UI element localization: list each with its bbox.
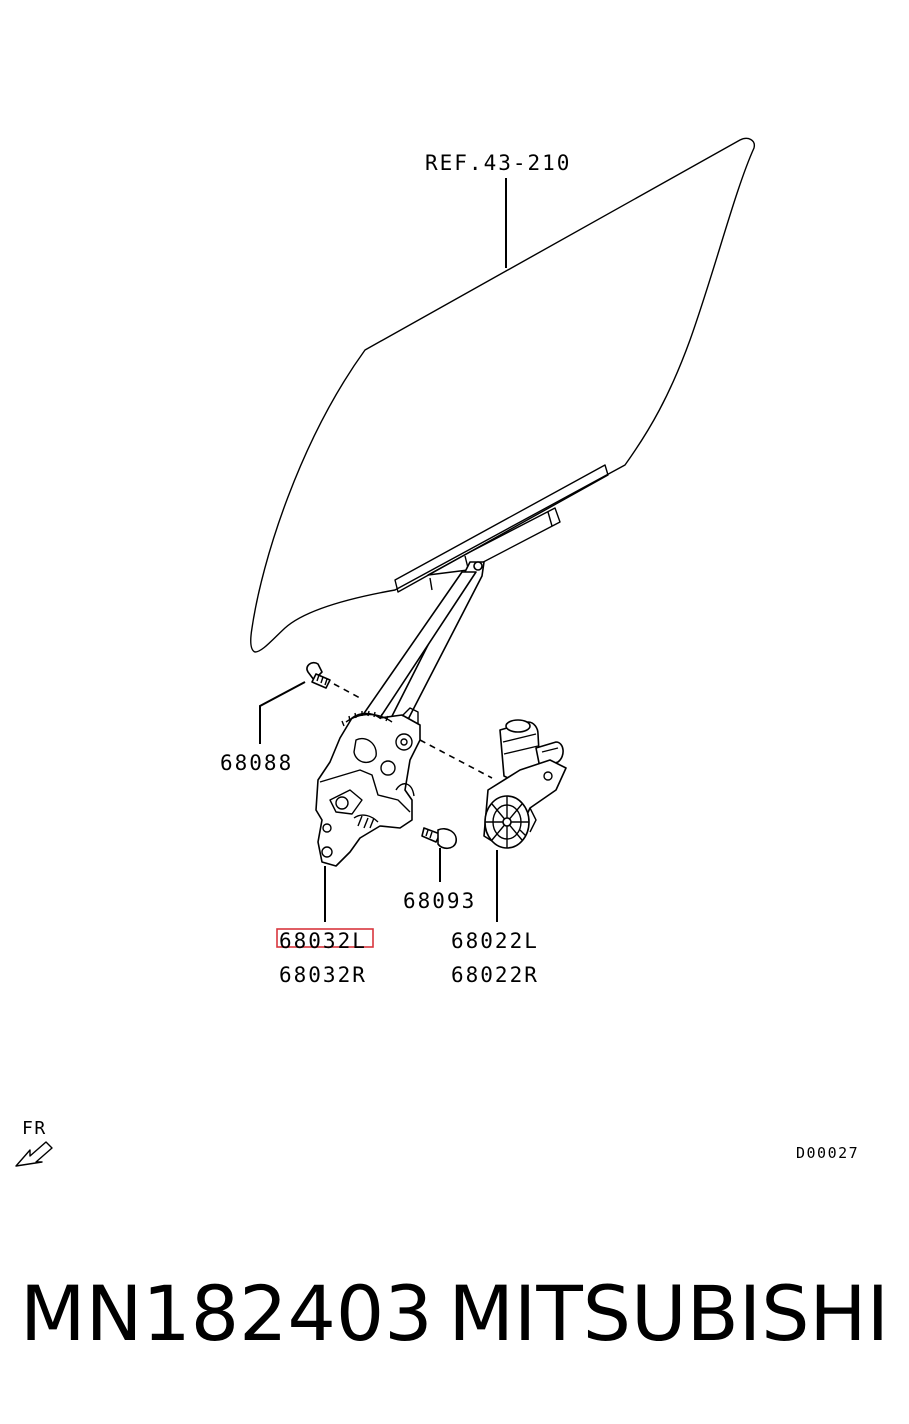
highlight-box <box>276 928 374 948</box>
bolt-68088 <box>306 661 331 689</box>
footer: MN182403 MITSUBISHI <box>0 1262 909 1372</box>
motor-axis <box>419 739 493 779</box>
parts-diagram: REF.43-210 <box>15 137 859 1167</box>
part-number: MN182403 <box>20 1269 433 1358</box>
front-indicator-label: FR <box>22 1118 47 1139</box>
bolt-68088-leader <box>259 681 306 744</box>
bolt-68093 <box>421 827 457 850</box>
callout-68088: 68088 <box>220 751 293 775</box>
callout-68093: 68093 <box>403 889 476 913</box>
brand-name: MITSUBISHI <box>448 1269 889 1358</box>
door-glass <box>250 137 755 653</box>
window-motor <box>483 719 567 849</box>
callout-68032r: 68032R <box>279 963 367 987</box>
callout-68022r: 68022R <box>451 963 539 987</box>
callout-68022l: 68022L <box>451 929 539 953</box>
front-arrow-icon <box>15 1141 53 1167</box>
bolt-68088-axis <box>333 683 361 699</box>
callout-68032l: 68032L <box>279 929 367 953</box>
ref-label: REF.43-210 <box>425 151 571 175</box>
regulator-assembly <box>315 561 485 867</box>
figure-code: D00027 <box>796 1144 859 1162</box>
